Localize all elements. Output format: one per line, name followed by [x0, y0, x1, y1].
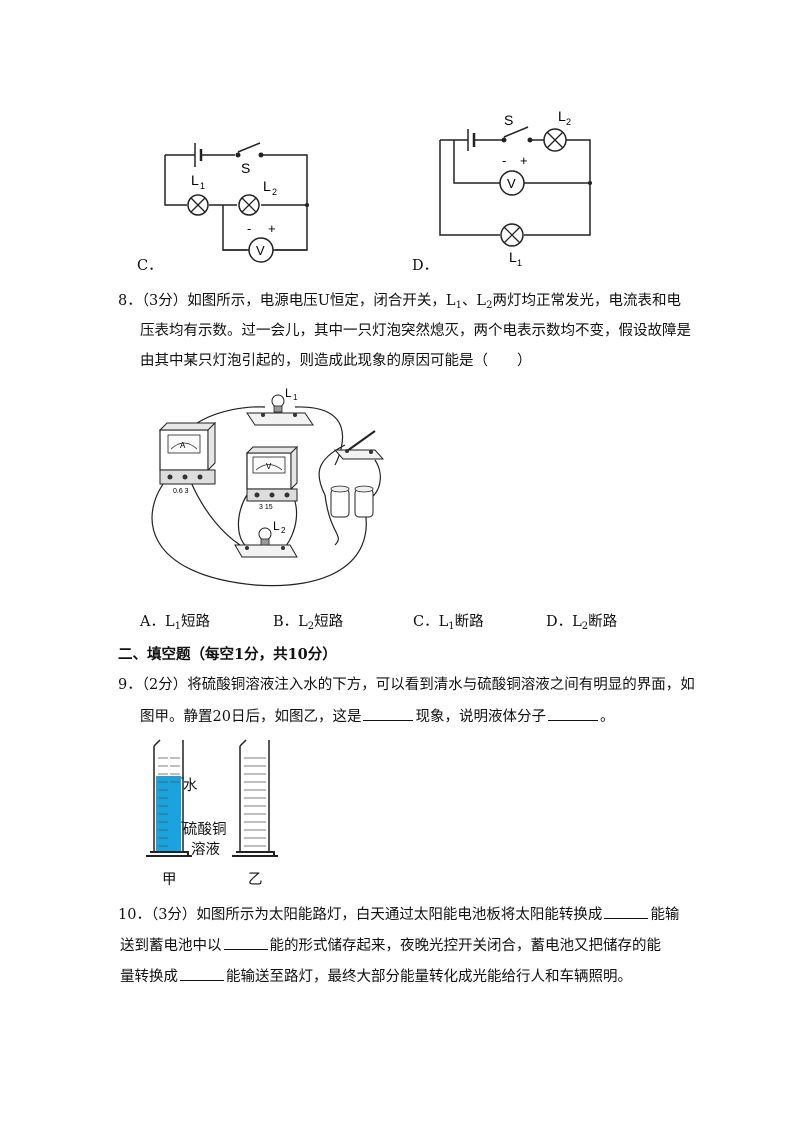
label-yi: 乙	[248, 872, 263, 888]
q8-circuit-figure: L 1 A 0.6 3 V 3 15 L 2	[135, 385, 395, 595]
c-switch-label: S	[241, 160, 250, 176]
label-solution-2: 溶液	[191, 842, 220, 858]
physical-circuit-illustration: L 1 A 0.6 3 V 3 15 L 2	[151, 386, 385, 587]
fig-l2-sub: 2	[281, 526, 286, 535]
q8-option-c: C．L1断路	[413, 614, 484, 632]
d-minus-label: -	[502, 153, 506, 168]
q10-line3-b: 能输送至路灯，最终大部分能量转化成光能给行人和车辆照明。	[226, 969, 632, 985]
c-l2-label: L	[263, 178, 271, 194]
fig-voltmeter-label: V	[266, 462, 272, 471]
q9-line2-c: 。	[599, 709, 615, 725]
d-l2-label: L	[558, 108, 566, 124]
q10-blank-2[interactable]	[223, 935, 268, 950]
section-title: 二、填空题（每空1分，共10分）	[118, 646, 337, 663]
label-solution-1: 硫酸铜	[183, 822, 227, 838]
q9-line2-b: 现象，说明液体分子	[415, 709, 546, 725]
circuit-diagram-d: V - + S L 2 L 1	[439, 108, 592, 268]
q8-line1-b: 、L	[461, 293, 487, 309]
measuring-cylinders	[146, 739, 278, 857]
circuit-diagram-c: V - + S L 1 L 2	[164, 142, 309, 263]
c-l1-label: L	[191, 172, 199, 188]
fig-l1-sub: 1	[293, 393, 298, 402]
q8-line1-sub1: 1	[455, 300, 462, 311]
c-minus-label: -	[247, 221, 251, 236]
label-jia: 甲	[162, 872, 177, 888]
q10-line3-a: 量转换成	[120, 969, 178, 985]
q7-option-c: V - + S L 1 L 2	[135, 125, 325, 275]
q8-line3: 由其中某只灯泡引起的，则造成此现象的原因可能是（ ）	[140, 353, 532, 369]
q8-line2: 压表均有示数。过一会儿，其中一只灯泡突然熄灭，两个电表示数均不变，假设故障是	[140, 323, 691, 339]
label-water: 水	[183, 778, 198, 794]
d-volt-label: V	[507, 176, 516, 191]
q8-line1-a: 8．（3分）如图所示，电源电压U恒定，闭合开关，L	[118, 293, 456, 309]
fig-voltmeter-scale: 3 15	[259, 504, 273, 511]
q9-stem: 9．（2分）将硫酸铜溶液注入水的下方，可以看到清水与硫酸铜溶液之间有明显的界面，…	[118, 675, 695, 725]
q10-line1-b: 能输	[650, 907, 680, 923]
q8-option-d: D．L2断路	[546, 614, 618, 632]
q8-line1-c: 两灯均正常发光，电流表和电	[492, 293, 681, 309]
q9-line2-a: 图甲。静置20日后，如图乙，这是	[140, 709, 362, 725]
q10-line1-a: 10．（3分）如图所示为太阳能路灯，白天通过太阳能电池板将太阳能转换成	[118, 907, 603, 923]
q9-cylinders-figure	[140, 738, 290, 890]
q8-stem: 8．（3分）如图所示，电源电压U恒定，闭合开关，L1、L2两灯均正常发光，电流表…	[118, 291, 691, 371]
fig-l1-label: L	[285, 386, 292, 400]
c-l1-sub: 1	[200, 181, 205, 191]
d-l1-sub: 1	[517, 258, 522, 268]
q10-blank-1[interactable]	[604, 904, 649, 919]
q10-line2-a: 送到蓄电池中以	[120, 938, 222, 954]
q9-blank-2[interactable]	[547, 706, 598, 721]
c-volt-label: V	[256, 243, 265, 258]
q10-blank-3[interactable]	[180, 966, 224, 981]
q7-option-d: V - + S L 2 L 1	[420, 105, 620, 270]
d-plus-label: +	[520, 153, 528, 168]
d-switch-label: S	[504, 112, 513, 128]
q9-line1: 9．（2分）将硫酸铜溶液注入水的下方，可以看到清水与硫酸铜溶液之间有明显的界面，…	[118, 677, 695, 693]
q7-option-d-label: D．	[412, 258, 439, 274]
d-l2-sub: 2	[566, 117, 571, 127]
q8-line1-sub2: 2	[486, 300, 493, 311]
q9-blank-1[interactable]	[363, 706, 414, 721]
fig-ammeter-label: A	[180, 441, 186, 450]
q7-option-c-label: C．	[137, 258, 163, 274]
q8-option-b: B．L2短路	[273, 614, 344, 632]
fig-ammeter-scale: 0.6 3	[173, 488, 189, 495]
fig-l2-label: L	[273, 519, 280, 533]
c-l2-sub: 2	[272, 187, 277, 197]
q8-option-a: A．L1短路	[140, 614, 210, 632]
q8-options: A．L1短路 B．L2短路 C．L1断路 D．L2断路	[140, 612, 640, 634]
d-l1-label: L	[509, 249, 517, 265]
c-plus-label: +	[268, 221, 276, 236]
q10-stem: 10．（3分）如图所示为太阳能路灯，白天通过太阳能电池板将太阳能转换成 能输 送到…	[118, 904, 688, 989]
q10-line2-b: 能的形式储存起来，夜晚光控开关闭合，蓄电池又把储存的能	[269, 938, 662, 954]
